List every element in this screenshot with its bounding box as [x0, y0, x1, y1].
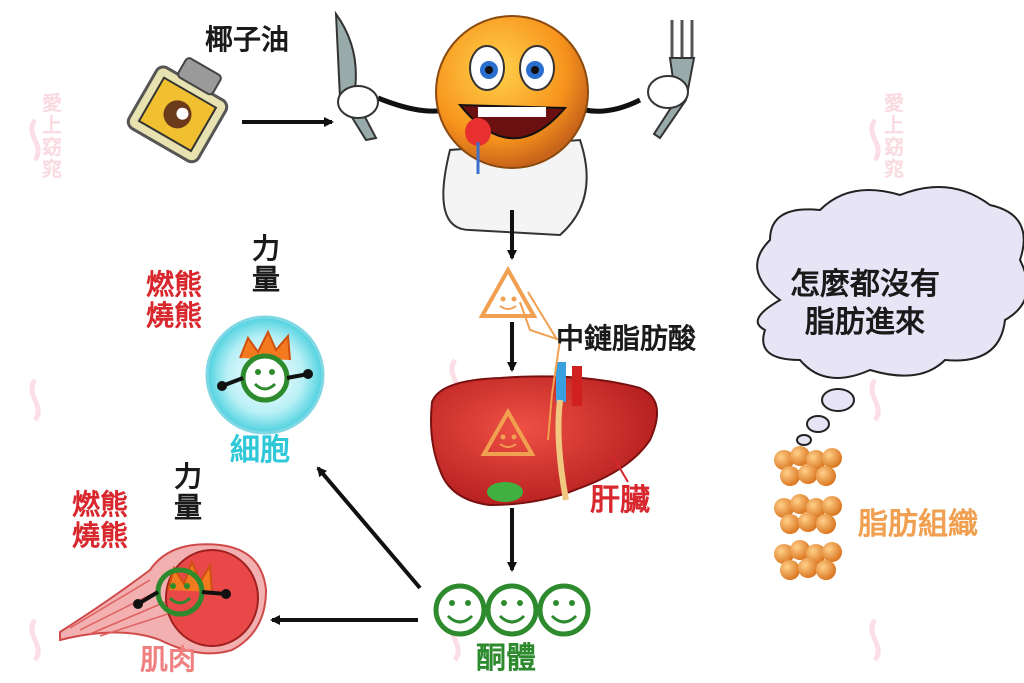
mct-label: 中鏈脂肪酸 — [556, 322, 697, 355]
watermark-char: 愛 — [884, 91, 904, 115]
mct-triangle-face-icon — [478, 265, 538, 318]
watermark-char: 窈 — [884, 135, 904, 159]
arrow-ketones-to-cell — [316, 466, 422, 590]
watermark-char: 窈 — [42, 135, 62, 159]
liver-icon — [430, 301, 658, 507]
power-label-top: 力 量 — [252, 232, 281, 296]
cell-label: 細胞 — [230, 433, 290, 468]
thought-cloud — [756, 186, 1024, 446]
thought-cloud-line2: 脂肪進來 — [805, 304, 925, 340]
ketone-smiley-3-icon — [537, 583, 591, 637]
hungry-face-icon — [377, 15, 642, 237]
burn-label-bottom-line1: 燃熊 — [72, 488, 129, 521]
fat-tissue-icon — [774, 446, 842, 580]
coconut-oil-bottle-icon — [126, 57, 229, 164]
ketone-smiley-1-icon — [433, 583, 487, 637]
thought-cloud-text: 怎麼都沒有 脂肪進來 — [790, 266, 940, 341]
liver-label: 肝臟 — [590, 483, 650, 518]
watermark-text-2: 愛 上 窈 窕 — [884, 92, 904, 180]
muscle-label: 肌肉 — [140, 643, 197, 676]
burn-label-top-line2: 燒熊 — [146, 298, 203, 332]
watermark-char: 愛 — [42, 91, 62, 115]
power-label-top-line2: 量 — [252, 262, 281, 296]
watermark-char: 窕 — [884, 157, 904, 181]
burn-label-top: 燃熊 燒熊 — [146, 268, 203, 332]
power-label-bottom: 力 量 — [174, 460, 203, 524]
liver-triangle-face-icon — [480, 407, 536, 456]
cell-icon — [205, 315, 325, 435]
fat-tissue-label: 脂肪組織 — [858, 507, 978, 542]
mct-label-leader — [527, 291, 557, 339]
ketones-label: 酮體 — [476, 641, 536, 676]
watermark-char: 上 — [884, 113, 904, 137]
burn-label-top-line1: 燃熊 — [146, 268, 203, 301]
muscle-icon — [59, 543, 268, 655]
burn-label-bottom-line2: 燒熊 — [72, 518, 129, 552]
watermark-text-1: 愛 上 窈 窕 — [42, 92, 62, 180]
watermark-char: 上 — [42, 113, 62, 137]
knife-icon — [334, 10, 379, 142]
ketone-smiley-2-icon — [485, 583, 539, 637]
coconut-oil-label: 椰子油 — [205, 23, 290, 56]
watermark-char: 窕 — [42, 157, 62, 181]
power-label-top-line1: 力 — [252, 232, 281, 265]
power-label-bottom-line1: 力 — [174, 460, 203, 493]
burn-label-bottom: 燃熊 燒熊 — [72, 488, 129, 552]
liver-label-leader — [611, 454, 629, 483]
fork-icon — [647, 20, 696, 140]
power-label-bottom-line2: 量 — [174, 490, 203, 524]
thought-cloud-line1: 怎麼都沒有 — [790, 267, 940, 302]
